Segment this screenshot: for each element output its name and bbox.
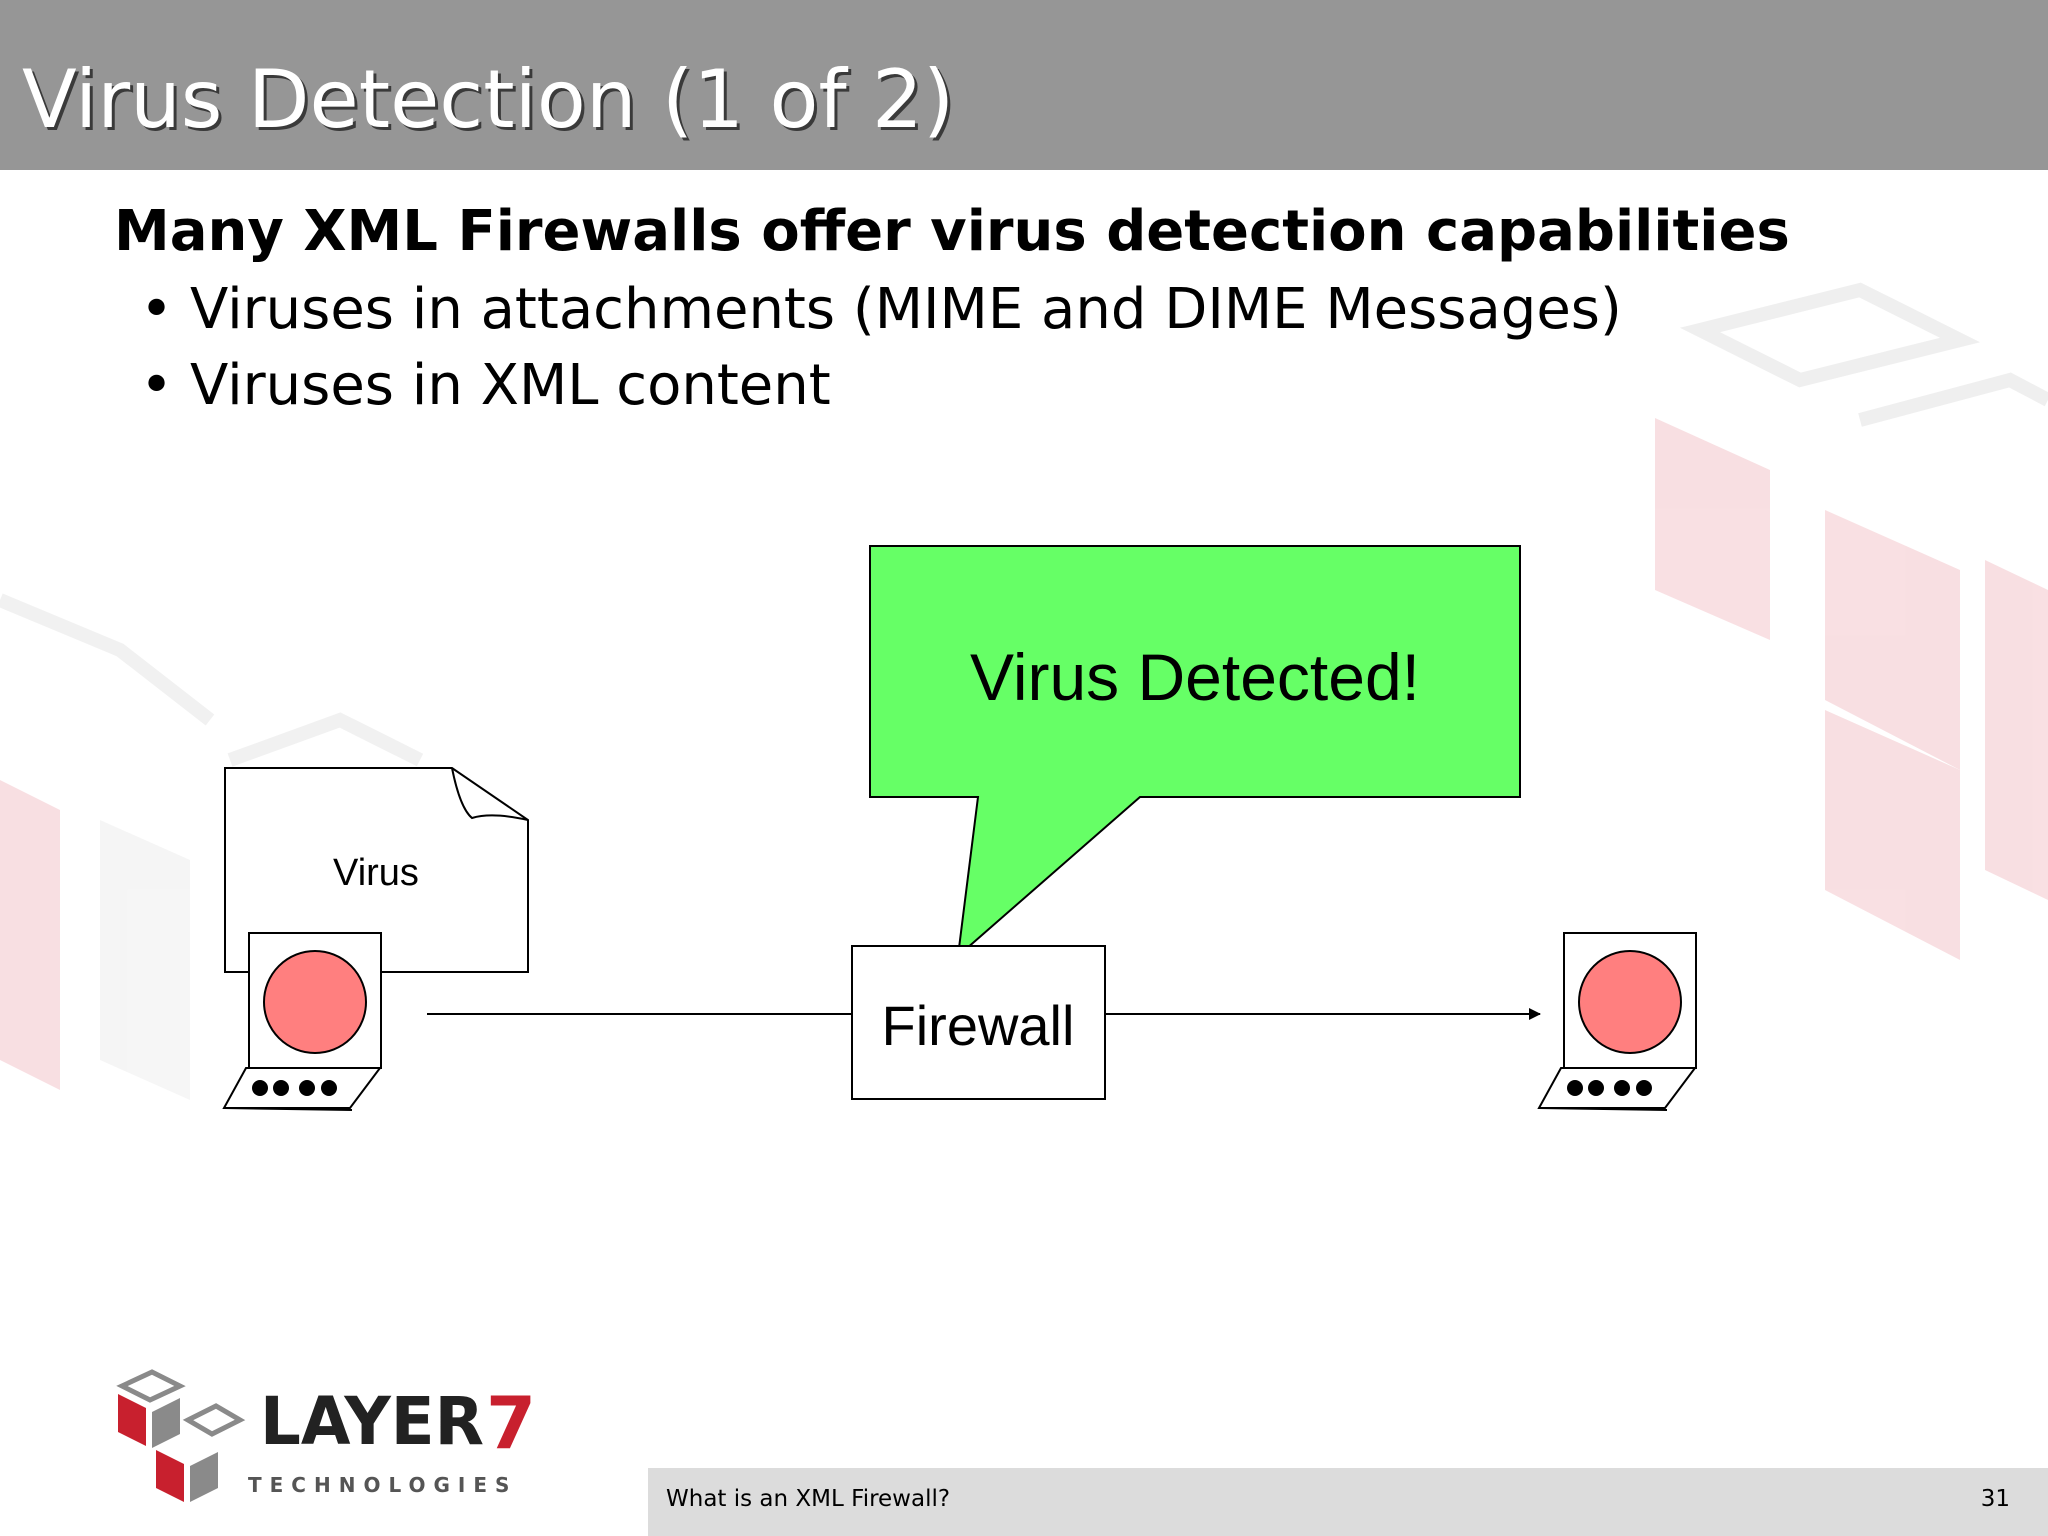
bullet-text: Viruses in XML content: [190, 353, 831, 418]
logo-number: 7: [486, 1381, 536, 1465]
layer7-logo: LAYER 7 TECHNOLOGIES: [116, 1369, 536, 1502]
logo-wordmark: LAYER: [260, 1383, 484, 1460]
logo-tagline: TECHNOLOGIES: [248, 1473, 517, 1497]
footer-text: What is an XML Firewall?: [666, 1486, 951, 1512]
bullet-item: •Viruses in XML content: [140, 348, 1622, 424]
sender-computer-icon: [222, 932, 382, 1111]
bullet-dot: •: [140, 353, 174, 418]
footer-bar: What is an XML Firewall? 31: [648, 1468, 2048, 1536]
slide-heading: Many XML Firewalls offer virus detection…: [114, 199, 1790, 264]
firewall-box: [851, 945, 1106, 1100]
bullet-item: •Viruses in attachments (MIME and DIME M…: [140, 272, 1622, 348]
callout-bubble: [869, 545, 1521, 959]
page-number: 31: [1980, 1486, 2010, 1512]
bullet-text: Viruses in attachments (MIME and DIME Me…: [190, 277, 1622, 342]
receiver-computer-icon: [1537, 932, 1697, 1111]
callout-text: Virus Detected!: [970, 640, 1420, 714]
firewall-label: Firewall: [882, 994, 1075, 1057]
logo-cube-icon: [116, 1369, 246, 1502]
title-bar: Virus Detection (1 of 2): [0, 0, 2048, 170]
slide-title: Virus Detection (1 of 2): [22, 53, 955, 146]
bullet-list: •Viruses in attachments (MIME and DIME M…: [140, 272, 1622, 424]
document-label: Virus: [333, 852, 419, 894]
virus-document: [224, 767, 529, 973]
bullet-dot: •: [140, 277, 174, 342]
